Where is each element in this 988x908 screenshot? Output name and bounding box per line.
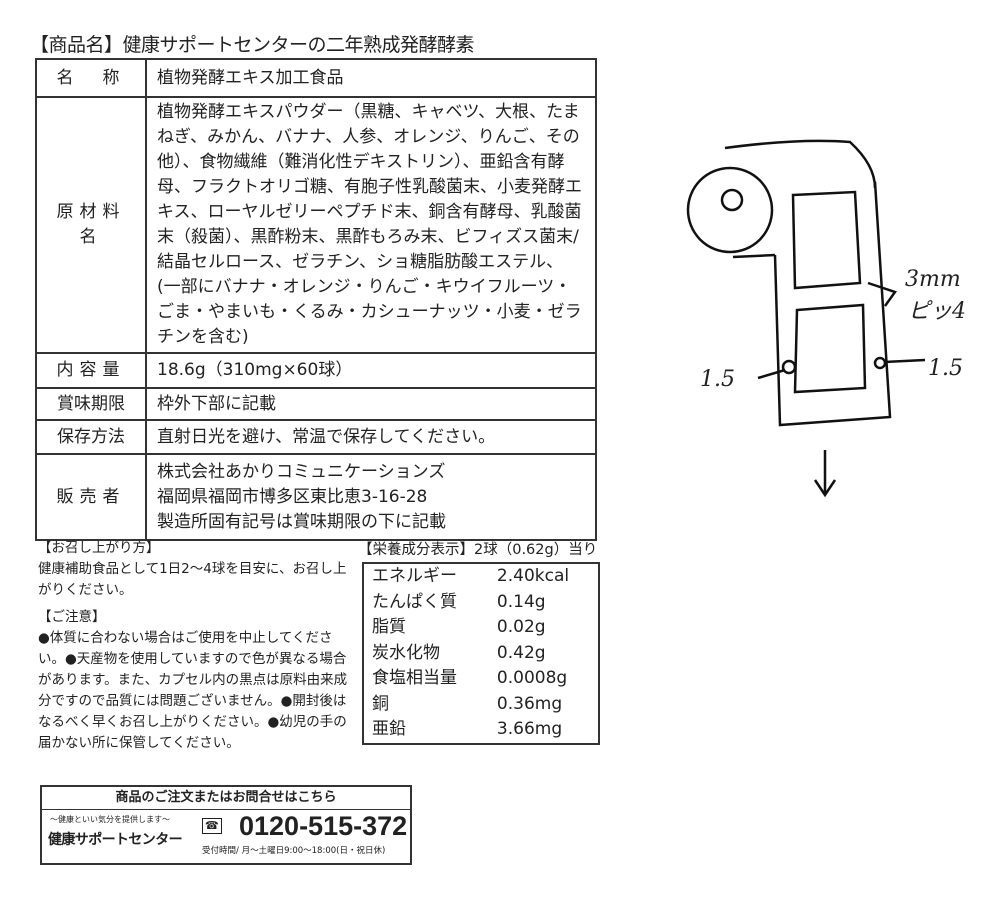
nutrition-serving: 2球（0.62g）当り <box>474 542 598 558</box>
nutrient-name: エネルギー <box>372 566 457 586</box>
nutrient-value: 0.02g <box>496 617 546 637</box>
nutrient-value: 2.40kcal <box>496 566 570 586</box>
contact-box: 商品のご注文またはお問合せはこちら 〜健康といい気分を提供します〜 健康サポート… <box>40 785 412 865</box>
hand-sketch-roll-diagram <box>686 139 926 498</box>
hole-left <box>781 359 797 375</box>
nutrient-name: 銅 <box>372 693 389 714</box>
roll-circle <box>686 166 774 254</box>
label-seller: 販売者 <box>35 453 147 541</box>
note-pitch-count: ピッ4 <box>908 299 966 324</box>
nutrient-name: 脂質 <box>372 617 406 637</box>
label-content: 内容量 <box>35 352 147 389</box>
nutrient-value: 0.36mg <box>496 693 563 714</box>
note-pitch: 3mm <box>905 267 961 292</box>
label-table: 名 称植物発酵エキス加工食品 原材料名植物発酵エキスパウダー（黒糖、キャベツ、大… <box>35 58 597 541</box>
brand-logo: 健康サポートセンター <box>48 832 183 848</box>
nutrition-row: 炭水化物 0.42g <box>363 641 599 667</box>
nutrition-heading: 【栄養成分表示】2球（0.62g）当り <box>358 538 597 559</box>
nutrition-table: エネルギー 2.40kcal たんぱく質 0.14g 脂質 0.02g 炭水化物 0.42g 食… <box>362 562 600 745</box>
hole-right <box>873 356 887 370</box>
nutrition-row: 亜鉛 3.66mg <box>363 717 599 744</box>
caution-heading: 【ご注意】 <box>38 609 106 625</box>
nutrient-name: たんぱく質 <box>372 591 457 612</box>
nutrient-value: 0.14g <box>496 591 546 612</box>
value-ingredients: 植物発酵エキスパウダー（黒糖、キャベツ、大根、たまねぎ、みかん、バナナ、人参、オ… <box>145 96 597 354</box>
nutrient-value: 3.66mg <box>496 719 563 739</box>
nutrition-row: 食塩相当量 0.0008g <box>363 666 599 692</box>
nutrient-name: 亜鉛 <box>372 719 406 739</box>
usage-text: 健康補助食品として1日2〜4球を目安に、お召し上がりください。 <box>38 561 347 598</box>
free-dial-icon: ☎ <box>202 818 222 834</box>
nutrition-title: 【栄養成分表示】 <box>358 542 474 558</box>
product-title: 【商品名】健康サポートセンターの二年熟成発酵酵素 <box>30 34 475 56</box>
usage-section: 【お召し上がり方】 健康補助食品として1日2〜4球を目安に、お召し上がりください… <box>38 538 350 754</box>
window-lower <box>793 303 867 394</box>
value-storage: 直射日光を避け、常温で保存してください。 <box>145 419 597 455</box>
nutrition-row: たんぱく質 0.14g <box>363 590 599 616</box>
business-hours: 受付時間/ 月〜土曜日9:00〜18:00(日・祝日休) <box>202 846 386 856</box>
nutrient-name: 炭水化物 <box>372 642 440 663</box>
tape-outline <box>724 139 892 427</box>
window-upper <box>791 190 862 290</box>
nutrition-row: 脂質 0.02g <box>363 615 599 641</box>
value-expiry: 枠外下部に記載 <box>145 387 597 421</box>
nutrient-value: 0.42g <box>496 642 546 663</box>
phone-number: 0120-515-372 <box>239 811 408 841</box>
note-right-hole: 1.5 <box>928 356 963 381</box>
label-ingredients: 原材料名 <box>35 96 147 354</box>
annotation-arrows <box>757 281 926 498</box>
caution-text: ●体質に合わない場合はご使用を中止してください。●天産物を使用していますので色が… <box>38 630 348 751</box>
contact-heading: 商品のご注文またはお問合せはこちら <box>42 787 410 810</box>
label-storage: 保存方法 <box>35 419 147 455</box>
nutrition-row: 銅 0.36mg <box>363 692 599 718</box>
label-name: 名 称 <box>35 58 147 98</box>
slogan: 〜健康といい気分を提供します〜 <box>50 815 170 824</box>
nutrition-row: エネルギー 2.40kcal <box>363 563 599 590</box>
usage-heading: 【お召し上がり方】 <box>38 540 160 556</box>
value-name: 植物発酵エキス加工食品 <box>145 58 597 98</box>
value-seller: 株式会社あかりコミュニケーションズ 福岡県福岡市博多区東比恵3-16-28 製造… <box>145 453 597 541</box>
roll-core <box>720 188 744 212</box>
nutrient-name: 食塩相当量 <box>372 668 457 688</box>
nutrient-value: 0.0008g <box>496 668 568 688</box>
label-expiry: 賞味期限 <box>35 387 147 421</box>
value-content: 18.6g（310mg×60球） <box>145 352 597 389</box>
note-left-hole: 1.5 <box>700 367 735 392</box>
